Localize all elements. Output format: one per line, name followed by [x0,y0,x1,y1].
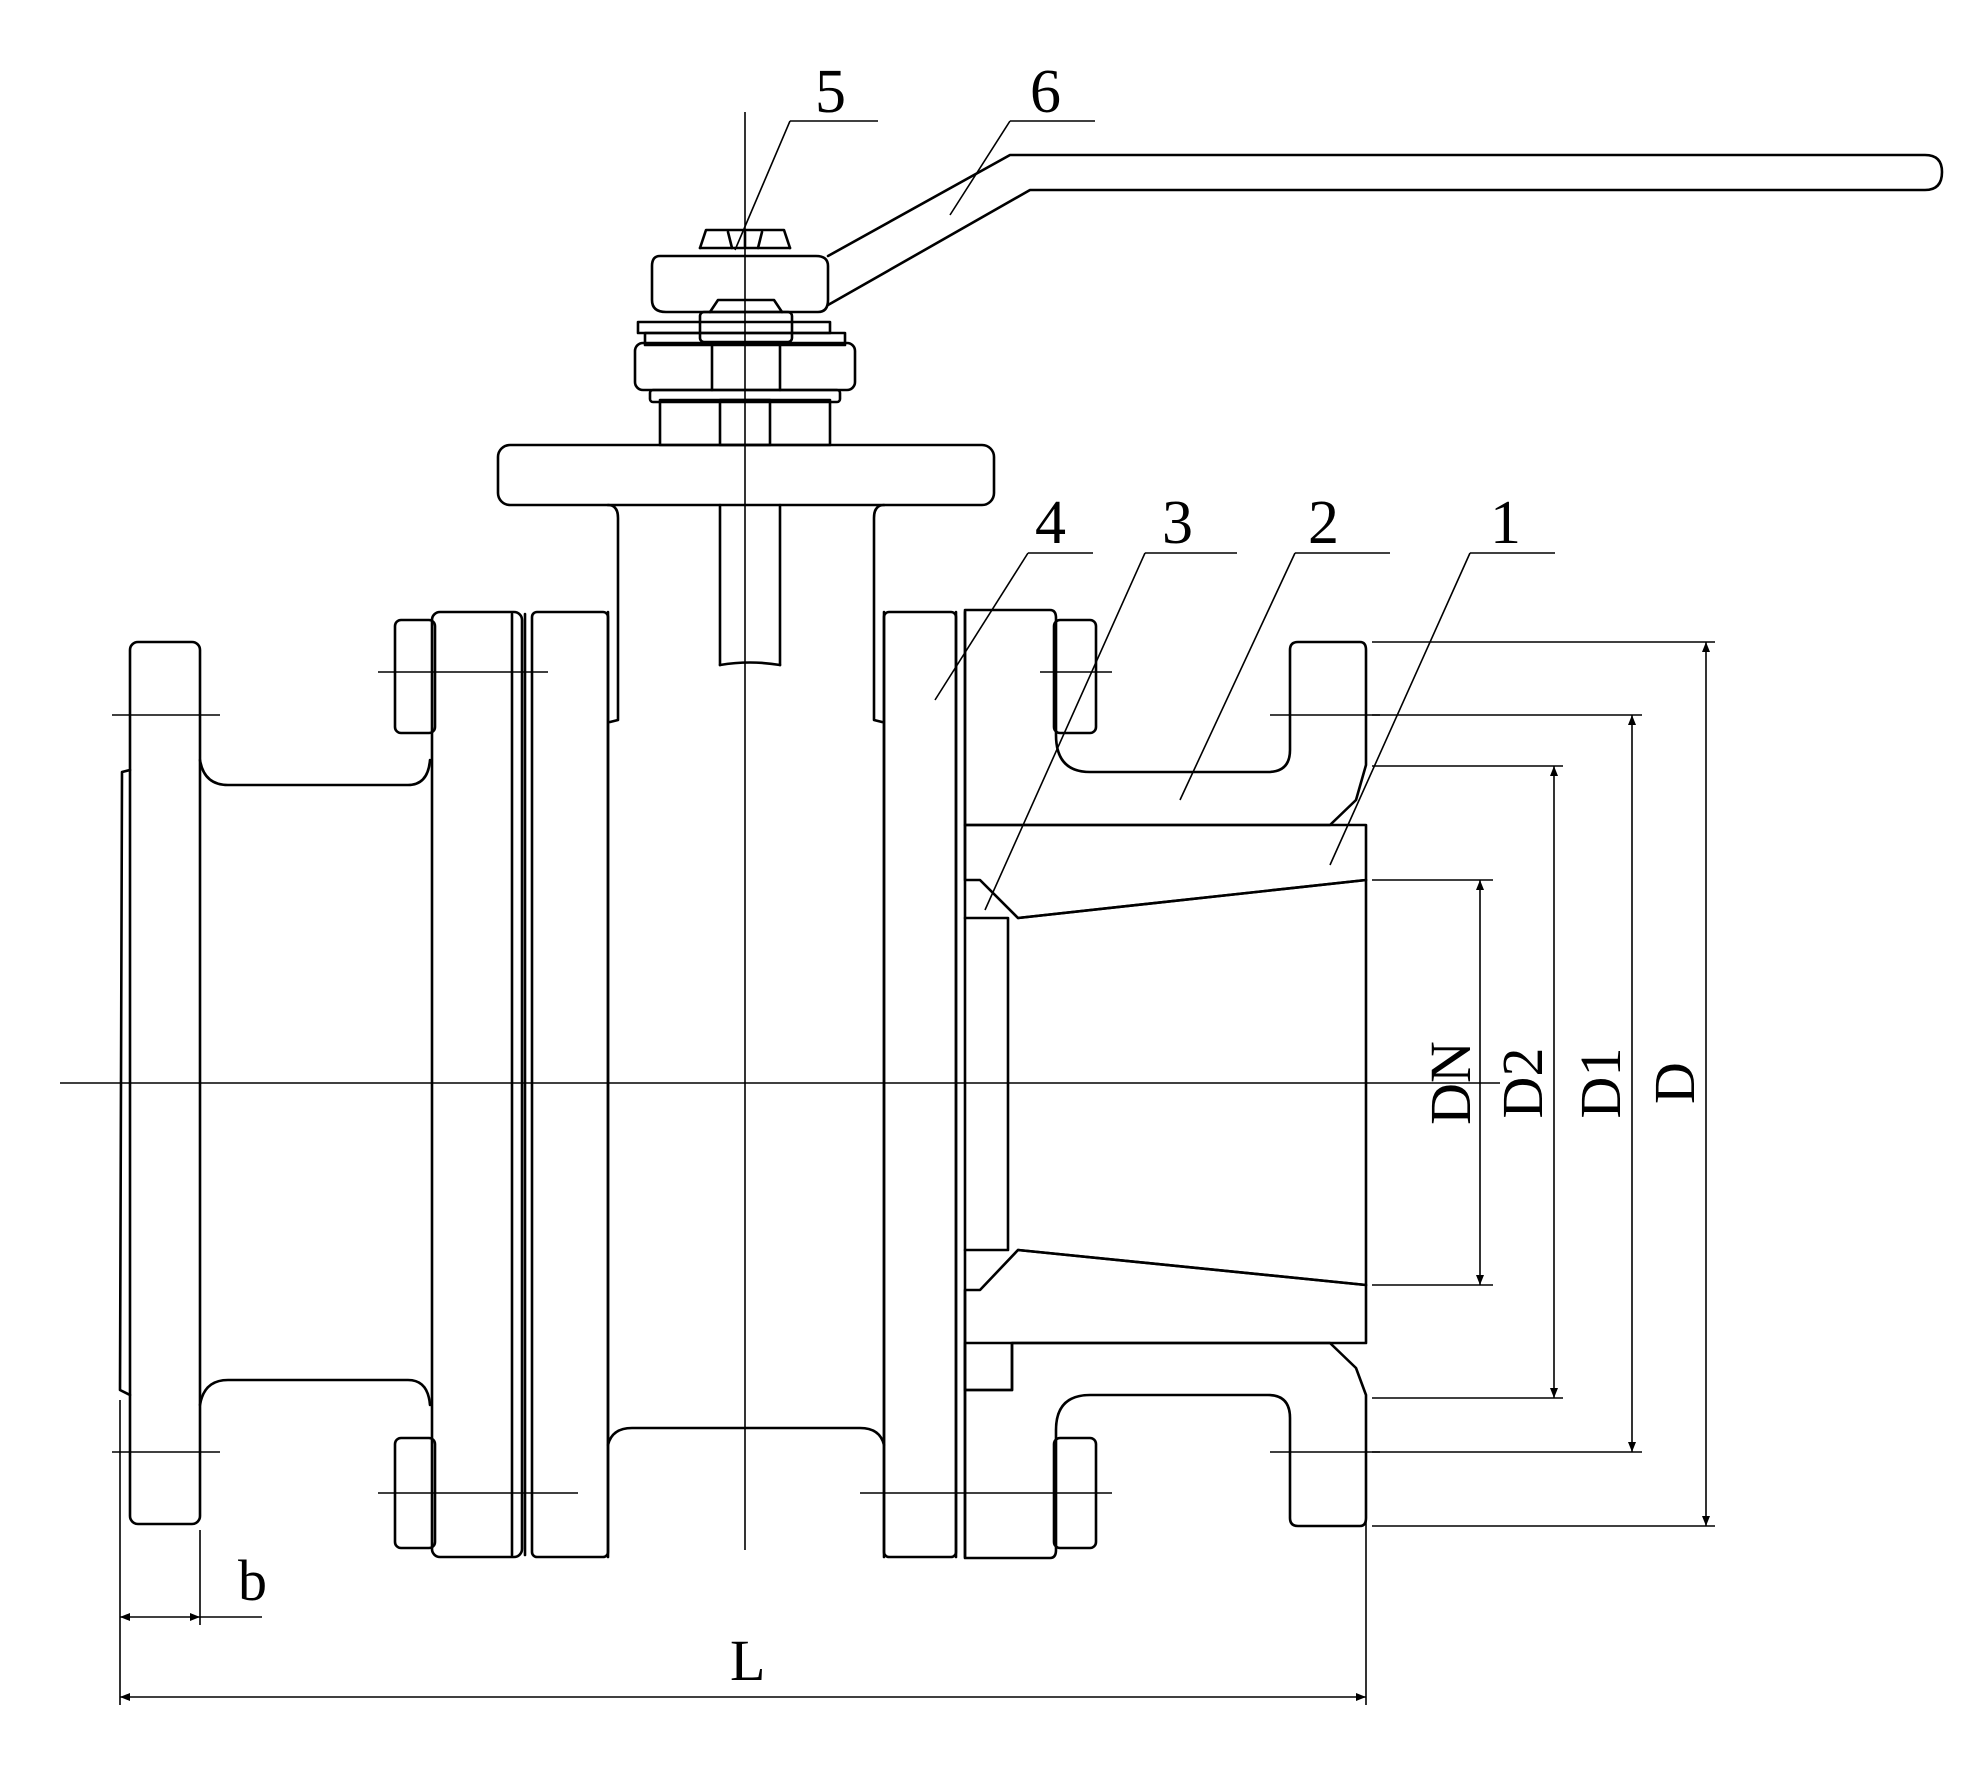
part-label-6: 6 [1030,58,1061,126]
stem-assembly [633,298,857,447]
part-6-handle [650,153,1944,314]
dim-label-d2: D2 [1490,1048,1555,1119]
part-1-lining [963,823,1368,1392]
part-label-3: 3 [1162,489,1193,557]
part-label-4: 4 [1035,489,1066,557]
part-5-stem-head [698,228,792,250]
diameter-dimensions: DN D2 D1 D [1372,641,1715,1527]
part-3-seat [963,714,1380,1453]
dim-label-dn: DN [1418,1041,1483,1125]
length-dimensions: b L [119,1400,1367,1705]
dim-label-d1: D1 [1568,1048,1633,1119]
part-callouts: 5 6 4 3 2 1 [734,58,1555,911]
left-body-flange [378,610,610,1559]
right-body-flange [860,610,1112,1559]
part-label-1: 1 [1490,489,1521,557]
dim-label-b: b [238,1548,267,1613]
part-label-5: 5 [815,58,846,126]
part-label-2: 2 [1308,489,1339,557]
dim-label-l: L [730,1628,765,1693]
part-2-end-connector [963,608,1368,1560]
left-end-flange [112,640,432,1526]
dim-label-d: D [1642,1062,1707,1104]
